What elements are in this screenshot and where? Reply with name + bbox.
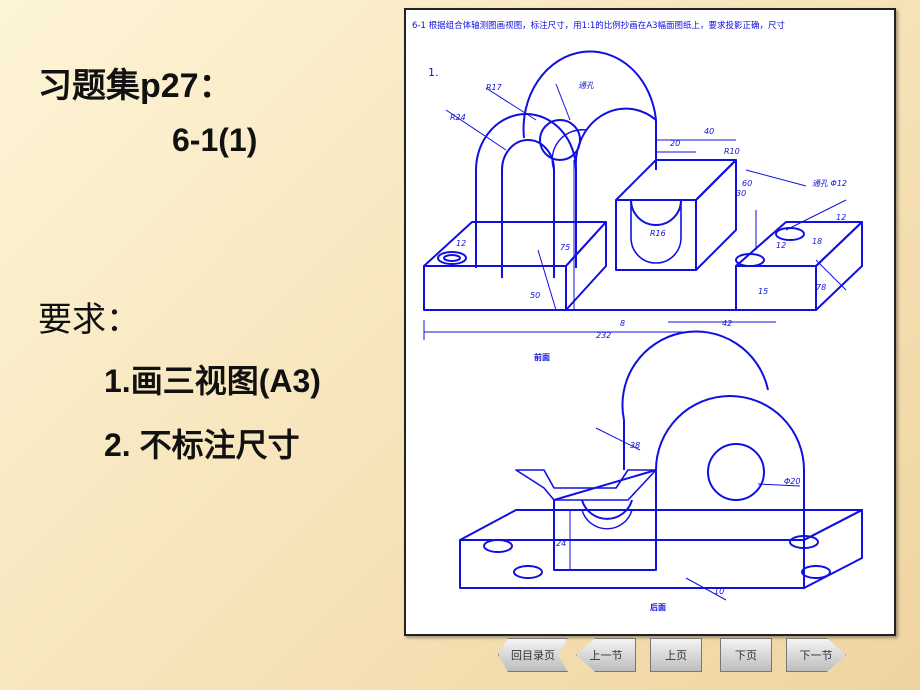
caption-front-view: 前面 [534, 352, 550, 362]
dim-232: 232 [596, 331, 611, 340]
dim-20: 20 [670, 139, 680, 148]
dim-phi20: Φ20 [784, 477, 800, 486]
dim-r16: R16 [650, 229, 666, 238]
exercise-title: 习题集p27： [38, 67, 233, 105]
dim-50: 50 [530, 291, 540, 300]
base-right-side [815, 221, 863, 311]
next-section-label: 下一节 [799, 649, 833, 662]
axonometric-figure: 6-1 根据组合体轴测图画视图，标注尺寸，用1:1的比例抄画在A3幅面图纸上，要… [404, 8, 896, 636]
dim-15: 15 [758, 287, 768, 296]
dim-40: 40 [704, 127, 714, 136]
next-section-button[interactable]: 下一节 [786, 638, 846, 672]
dim-10: 10 [714, 587, 724, 596]
dimension-lines-2 [569, 427, 801, 601]
back-to-contents-label: 回目录页 [511, 649, 555, 662]
exercise-number: 6-1(1) [172, 122, 258, 158]
dim-hole-phi12: 通孔 Φ12 [812, 179, 847, 188]
prev-page-button[interactable]: 上页 [650, 638, 702, 672]
dim-75: 75 [560, 243, 570, 252]
dim-12c: 12 [836, 213, 846, 222]
dim-18: 18 [812, 237, 822, 246]
prev-page-label: 上页 [665, 649, 687, 662]
requirement-item-2: 2. 不标注尺寸 [104, 427, 300, 463]
dim-12a: 12 [456, 239, 466, 248]
dim-12b: 12 [776, 241, 786, 250]
dim-30: 30 [736, 189, 746, 198]
block-top [615, 159, 737, 201]
dimension-lines [423, 83, 847, 340]
dim-r10: R10 [724, 147, 740, 156]
dim-42: 42 [722, 319, 732, 328]
requirement-item-1: 1.画三视图(A3) [104, 363, 321, 399]
dim-r17: R17 [486, 83, 503, 92]
dim-78: 78 [816, 283, 826, 292]
next-page-button[interactable]: 下页 [720, 638, 772, 672]
dim-through-hole: 通孔 [578, 81, 595, 90]
technical-drawing: 6-1 根据组合体轴测图画视图，标注尺寸，用1:1的比例抄画在A3幅面图纸上，要… [412, 20, 863, 612]
requirements-label: 要求： [38, 301, 140, 339]
problem-number: 1. [428, 66, 439, 79]
prev-section-button[interactable]: 上一节 [576, 638, 636, 672]
prev-section-label: 上一节 [589, 649, 623, 662]
figure-header: 6-1 根据组合体轴测图画视图，标注尺寸，用1:1的比例抄画在A3幅面图纸上，要… [412, 20, 785, 31]
base-left-top [423, 221, 607, 267]
base-right-front [735, 265, 817, 311]
block-side [695, 159, 737, 271]
dim-8: 8 [620, 319, 625, 328]
arch-back-front [655, 395, 805, 570]
dim-60: 60 [742, 179, 752, 188]
back-to-contents-button[interactable]: 回目录页 [498, 638, 568, 672]
caption-back-view: 后面 [650, 602, 666, 612]
base2-side [803, 509, 863, 589]
arch-inner [501, 139, 555, 278]
next-page-label: 下页 [735, 649, 757, 662]
dim-24: 24 [556, 539, 566, 548]
dim-r24: R24 [450, 113, 466, 122]
dim-38: 38 [630, 441, 640, 450]
base-left-side [565, 221, 607, 311]
